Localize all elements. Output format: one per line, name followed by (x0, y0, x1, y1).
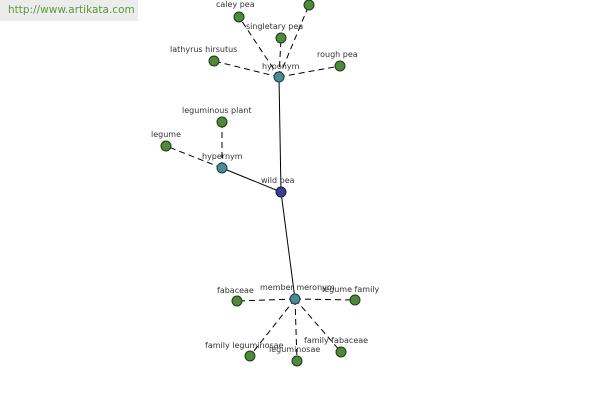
node-label-hypernym: hypernym (202, 152, 243, 161)
edge-hyponym-to-caley-pea (238, 16, 280, 78)
node-hypernym[interactable]: hypernym (202, 152, 243, 174)
node-circle-fabaceae[interactable] (231, 295, 243, 307)
node-singletary-pea[interactable]: singletary pea (246, 22, 303, 44)
node-circle-member-meronym[interactable] (289, 293, 301, 305)
node-circle-hyponym[interactable] (273, 71, 285, 83)
edge-hyponym-to-rough-pea (278, 65, 341, 78)
source-url-banner[interactable]: http://www.artikata.com (0, 0, 138, 21)
node-label-leguminous-plant: leguminous plant (182, 106, 251, 115)
edge-member-meronym-to-fabaceae (236, 298, 296, 302)
node-circle-wild-pea[interactable] (275, 186, 287, 198)
node-rough-pea[interactable]: rough pea (317, 50, 358, 72)
node-label-singletary-pea: singletary pea (246, 22, 303, 31)
node-lathyrus-hirsutus[interactable]: lathyrus hirsutus (170, 45, 237, 67)
node-family-leguminosae[interactable]: family leguminosae (205, 341, 284, 362)
node-circle-hypernym[interactable] (216, 162, 228, 174)
node-circle-caley-pea[interactable] (233, 11, 245, 23)
node-circle-rough-pea[interactable] (334, 60, 346, 72)
node-label-lathyrus-hirsutus: lathyrus hirsutus (170, 45, 237, 54)
node-label-family-fabaceae: family fabaceae (304, 336, 368, 345)
node-label-member-meronym: member meronym (260, 283, 335, 292)
node-member-meronym[interactable]: member meronym (260, 283, 335, 305)
node-circle-leguminous-plant[interactable] (216, 116, 228, 128)
node-wild-pea[interactable]: wild pea (261, 176, 295, 198)
node-label-family-leguminosae: family leguminosae (205, 341, 284, 350)
node-label-fabaceae: fabaceae (217, 286, 254, 295)
node-label-caley-pea: caley pea (216, 0, 255, 9)
edge-wild-pea-to-hyponym (278, 76, 282, 193)
node-family-fabaceae[interactable]: family fabaceae (304, 336, 368, 358)
edge-hyponym-to-unlabeled-top (278, 4, 310, 78)
node-legume[interactable]: legume (151, 130, 181, 152)
edge-member-meronym-to-legume-family (294, 298, 356, 301)
node-circle-family-leguminosae[interactable] (244, 350, 256, 362)
node-label-legume-family: legume family (322, 285, 380, 294)
edge-hyponym-to-singletary-pea (278, 37, 282, 78)
node-label-hyponym: hyponym (262, 62, 300, 71)
nodes-layer: wild pea hyponym hypernym member meronym cal… (151, 0, 380, 367)
node-leguminosae[interactable]: leguminosae (269, 345, 320, 367)
edges-layer (165, 4, 356, 362)
node-caley-pea[interactable]: caley pea (216, 0, 255, 23)
edge-hyponym-to-lathyrus-hirsutus (213, 60, 280, 78)
node-circle-family-fabaceae[interactable] (335, 346, 347, 358)
node-circle-leguminosae[interactable] (291, 355, 303, 367)
node-label-leguminosae: leguminosae (269, 345, 320, 354)
node-hyponym[interactable]: hyponym (262, 62, 300, 83)
node-label-wild-pea: wild pea (261, 176, 295, 185)
node-circle-legume[interactable] (160, 140, 172, 152)
node-circle-unlabeled-top[interactable] (303, 0, 315, 11)
node-circle-legume-family[interactable] (349, 294, 361, 306)
node-circle-lathyrus-hirsutus[interactable] (208, 55, 220, 67)
node-legume-family[interactable]: legume family (322, 285, 380, 306)
node-fabaceae[interactable]: fabaceae (217, 286, 254, 307)
edge-hypernym-to-legume (165, 145, 223, 169)
edge-wild-pea-to-member-meronym (280, 191, 296, 300)
edge-member-meronym-to-family-leguminosae (249, 298, 296, 357)
node-unlabeled-top[interactable] (303, 0, 315, 11)
node-leguminous-plant[interactable]: leguminous plant (182, 106, 251, 128)
node-circle-singletary-pea[interactable] (275, 32, 287, 44)
edge-wild-pea-to-hypernym (221, 167, 282, 193)
edge-member-meronym-to-family-fabaceae (294, 298, 342, 353)
node-label-rough-pea: rough pea (317, 50, 358, 59)
node-label-legume: legume (151, 130, 181, 139)
edge-member-meronym-to-leguminosae (294, 298, 298, 362)
